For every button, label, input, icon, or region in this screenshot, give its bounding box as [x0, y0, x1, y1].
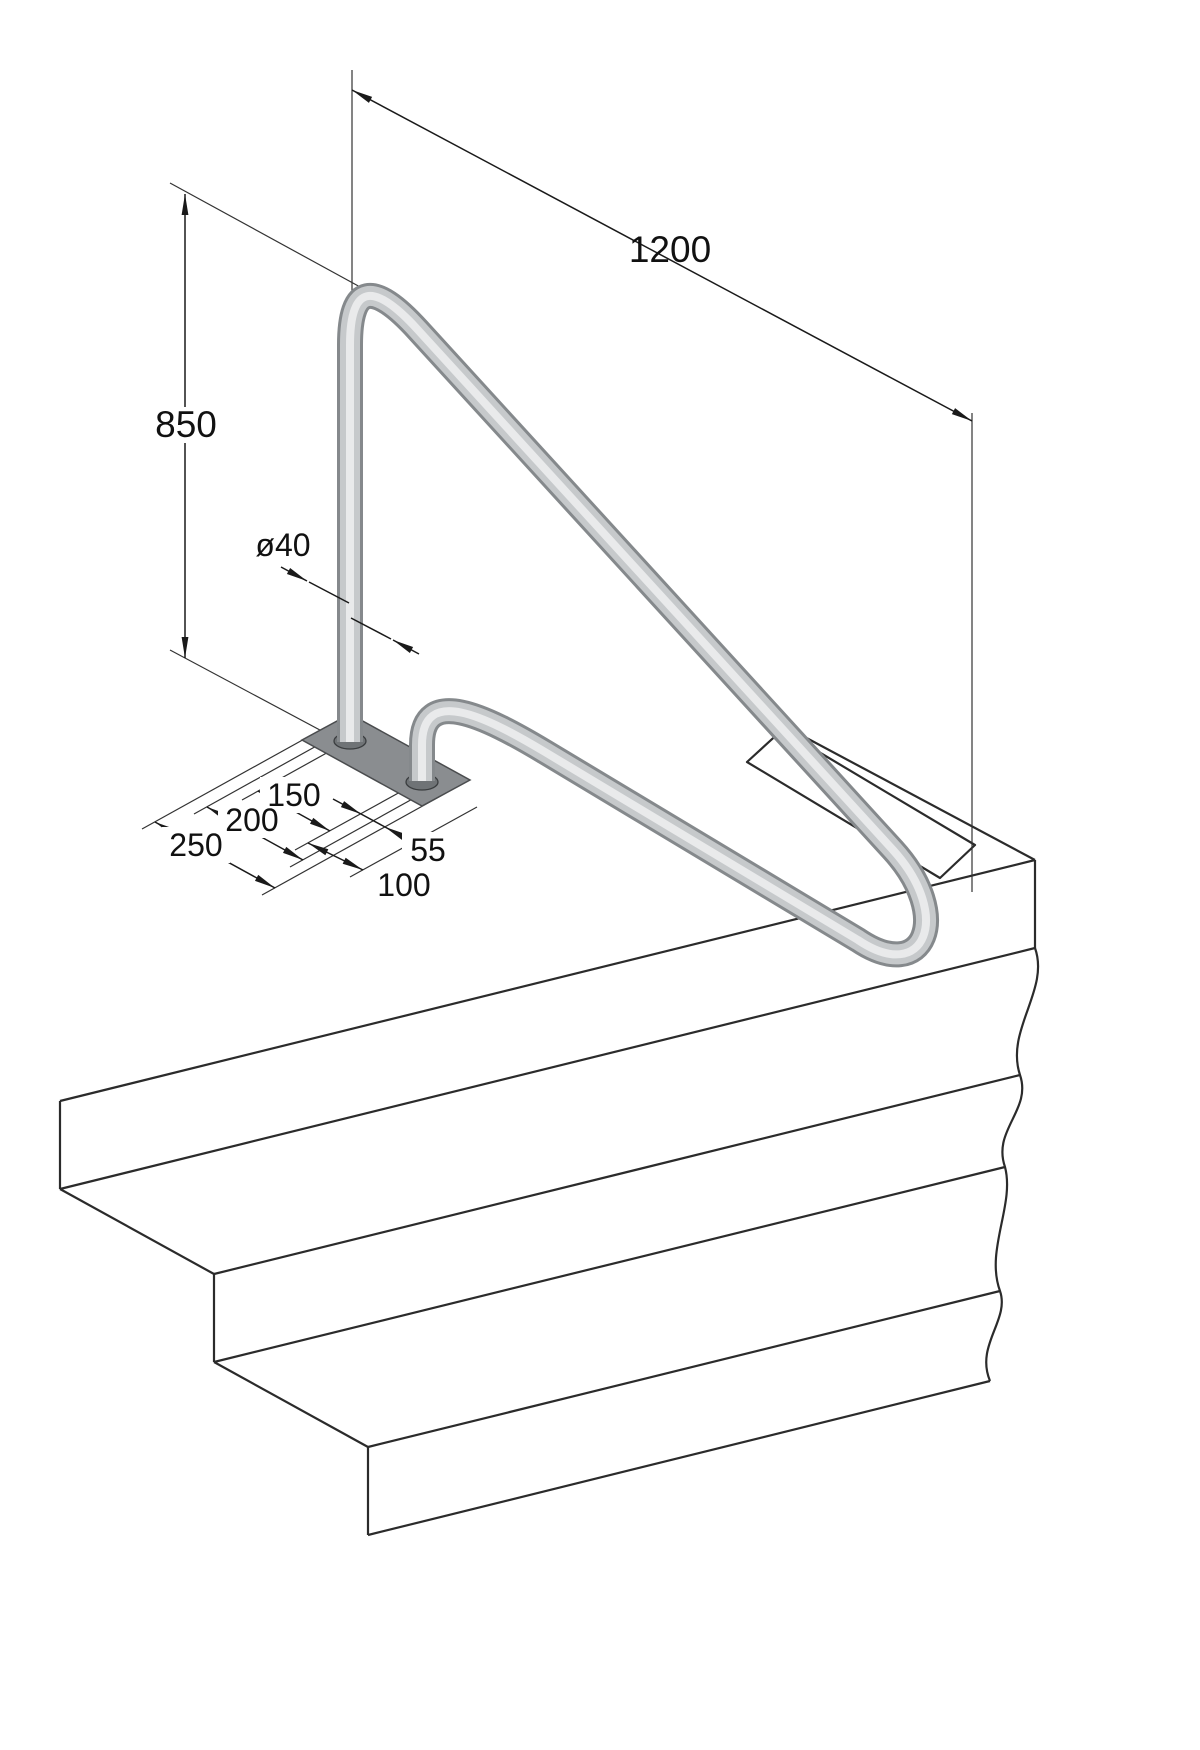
riser3-bottom [367, 1379, 991, 1537]
dimline-55 [360, 813, 386, 828]
dia-arrow-2 [392, 639, 420, 655]
dimension-label-1200: 1200 [629, 229, 711, 270]
deck-right-edge [770, 718, 1036, 861]
staircase [58, 718, 1040, 1537]
dimension-label-100: 100 [377, 867, 430, 903]
label-backgrounds [154, 407, 454, 903]
ext-850-top [169, 182, 363, 289]
dia-arrow-1 [280, 566, 308, 582]
ext-850-bottom [169, 649, 334, 738]
dimension-labels: 1200 850 ø40 150 200 250 55 100 [155, 229, 711, 903]
dimension-label-850: 850 [155, 404, 217, 445]
deck-front-edge [59, 858, 1036, 1103]
tread1-front [213, 1073, 1021, 1276]
ext-plate-back [141, 726, 327, 830]
dimline-55-arrow-a [332, 798, 362, 815]
dimension-label-250: 250 [169, 827, 222, 863]
dimline-1200 [351, 89, 973, 422]
tread2-front [367, 1289, 1001, 1449]
dimension-label-diameter: ø40 [255, 527, 310, 563]
tread1-left [59, 1188, 215, 1275]
riser1-bottom [59, 946, 1036, 1191]
riser2-bottom [213, 1165, 1006, 1364]
dimension-label-150: 150 [267, 777, 320, 813]
dimline-100 [307, 842, 364, 871]
dimension-label-55: 55 [410, 832, 446, 868]
dia-tick-2 [350, 617, 392, 640]
tread2-left [213, 1361, 369, 1448]
dimension-label-200: 200 [225, 802, 278, 838]
deck-edge-opening [745, 728, 977, 880]
dia-tick-1 [308, 581, 350, 604]
break-line [985, 947, 1040, 1382]
diameter-callout [280, 566, 420, 655]
